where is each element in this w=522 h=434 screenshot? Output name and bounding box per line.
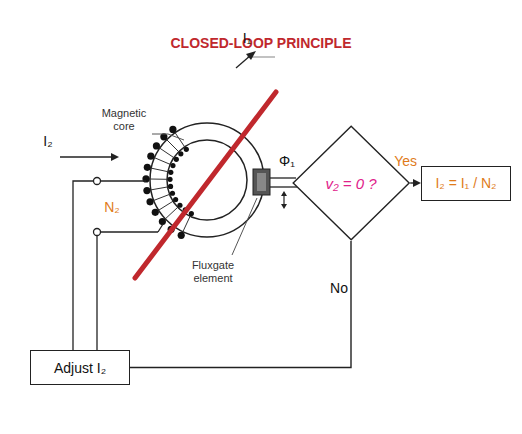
leader-line — [152, 134, 184, 140]
primary-conductor — [135, 92, 276, 278]
coil-dot — [189, 211, 194, 216]
flux-arrowhead — [281, 191, 287, 196]
part-label: Magnetic core — [93, 107, 155, 132]
winding-lead — [100, 180, 146, 181]
flux-arrowhead — [281, 204, 287, 209]
coil-turn — [165, 207, 179, 220]
feedback-wire — [73, 181, 94, 350]
connector — [410, 179, 421, 187]
current-label: I₂ — [43, 133, 52, 149]
current-arrowhead — [111, 153, 119, 161]
winding-lead — [158, 224, 163, 232]
edge-label: Yes — [392, 153, 419, 169]
coil-turn — [150, 168, 169, 172]
terminal — [94, 229, 101, 236]
coil-dot — [144, 164, 151, 171]
coil-dot — [177, 203, 182, 208]
coil-dot — [153, 142, 160, 149]
edge-label: No — [328, 280, 350, 296]
coil-dot — [168, 184, 173, 189]
winding-coil — [142, 126, 194, 239]
coil-turn — [154, 157, 171, 164]
diagram-title: CLOSED-LOOP PRINCIPLE — [171, 35, 352, 51]
coil-dot — [178, 232, 185, 239]
decision-diamond: v₂ = 0 ? — [292, 125, 410, 241]
coil-turn — [158, 201, 174, 211]
fluxgate-inner — [257, 173, 266, 191]
coil-turn — [149, 178, 168, 179]
coil-turn — [159, 148, 175, 159]
node-text: Adjust I₂ — [54, 360, 106, 376]
result-box: I₂ = I₁ / N₂ — [421, 166, 511, 201]
coil-dot — [184, 147, 189, 152]
fluxgate-element — [253, 169, 270, 195]
connector-line — [130, 241, 351, 368]
coil-dot — [143, 187, 150, 194]
node-text: v₂ = 0 ? — [325, 175, 376, 192]
sense-wire — [270, 177, 296, 178]
current-arrow — [60, 156, 112, 157]
diamond-shape — [293, 126, 409, 240]
coil-dot — [168, 170, 173, 175]
connector — [130, 241, 351, 368]
coil-dot — [152, 209, 159, 216]
winding-lead — [100, 231, 158, 232]
coil-dot — [169, 126, 176, 133]
arrowhead — [413, 179, 421, 187]
coil-dot — [170, 191, 175, 196]
node-text: I₂ = I₁ / N₂ — [435, 175, 496, 191]
coil-dot — [147, 153, 154, 160]
coil-turn — [153, 194, 171, 201]
sense-wire — [270, 186, 300, 187]
turns-label: N₂ — [104, 199, 120, 215]
coil-turn — [182, 215, 190, 232]
flux-label: Φ₁ — [279, 153, 295, 169]
coil-dot — [167, 177, 172, 182]
coil-dot — [146, 198, 153, 205]
coil-dot — [178, 151, 183, 156]
coil-dot — [173, 197, 178, 202]
part-label: Fluxgate element — [177, 259, 249, 284]
leader-line — [232, 198, 257, 255]
feedback-wire — [96, 236, 97, 351]
current-label: I₁ — [243, 30, 252, 46]
coil-dot — [174, 157, 179, 162]
process-box: Adjust I₂ — [30, 350, 130, 385]
terminal — [94, 178, 101, 185]
coil-dot — [170, 163, 175, 168]
coil-turn — [166, 139, 179, 152]
coil-turn — [150, 187, 169, 190]
current-arrowhead — [246, 51, 256, 60]
